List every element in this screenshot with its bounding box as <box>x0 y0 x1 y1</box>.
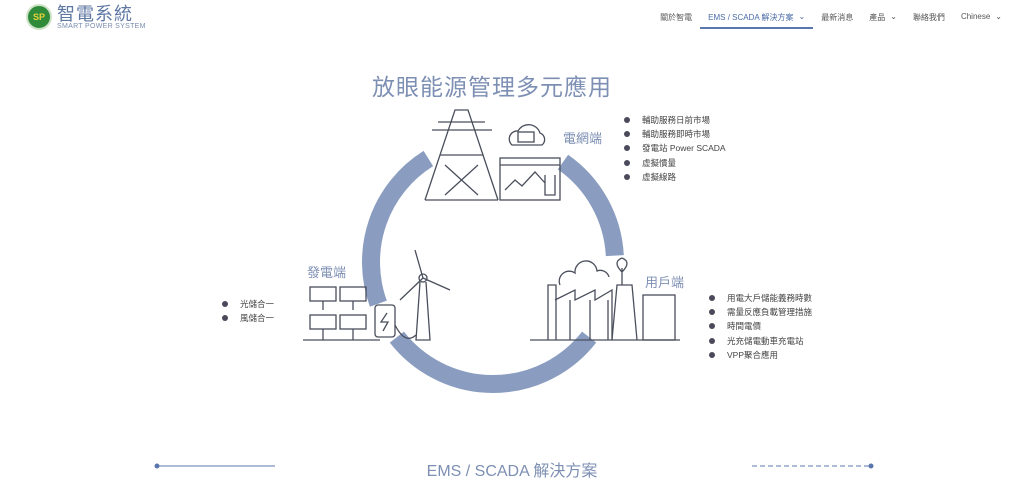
list-item: 時間電價 <box>709 319 812 333</box>
section-divider-right <box>752 463 874 469</box>
list-item: 輔助服務即時市場 <box>624 127 726 141</box>
list-item: 虛擬線路 <box>624 170 726 184</box>
solar-panel-icon <box>303 286 380 341</box>
consumer-label: 用戶端 <box>645 275 685 290</box>
nav-label: 聯絡我們 <box>912 13 945 22</box>
section-title: EMS / SCADA 解決方案 <box>426 463 598 480</box>
list-item: 光儲合一 <box>222 297 274 311</box>
nav-label: EMS / SCADA 解決方案 <box>708 13 794 22</box>
chevron-down-icon: ⌄ <box>890 12 897 21</box>
list-item: 輔助服務日前市場 <box>624 113 726 127</box>
list-item: 用電大戶儲能義務時數 <box>709 291 812 305</box>
list-item: 虛擬慣量 <box>624 156 726 170</box>
page-title: 放眼能源管理多元應用 <box>372 74 612 100</box>
ring-arc-0 <box>362 150 434 307</box>
consumer-list: 用電大戶儲能義務時數 需量反應負載管理措施 時間電價 光充儲電動車充電站 VPP… <box>709 291 812 362</box>
battery-icon <box>374 304 396 338</box>
nav-about[interactable]: 關於智電 <box>652 12 700 29</box>
logo-emblem: SP <box>26 4 52 30</box>
grid-list: 輔助服務日前市場 輔助服務即時市場 發電站 Power SCADA 虛擬慣量 虛… <box>624 113 726 184</box>
nav-language[interactable]: Chinese ⌄ <box>953 12 1010 29</box>
ring-arc-1 <box>557 154 624 257</box>
nav-label: Chinese <box>960 12 991 21</box>
logo[interactable]: SP 智電系統 SMART POWER SYSTEM <box>26 4 146 30</box>
list-item: 風儲合一 <box>222 311 274 325</box>
monitor-chart-icon <box>499 157 561 201</box>
main-nav: 關於智電 EMS / SCADA 解決方案 ⌄ 最新消息 產品 ⌄ 聯絡我們 Chi… <box>652 12 1010 29</box>
list-item: VPP聚合應用 <box>709 348 812 362</box>
nav-products[interactable]: 產品 ⌄ <box>861 12 905 29</box>
nav-news[interactable]: 最新消息 <box>813 12 861 29</box>
chevron-down-icon: ⌄ <box>798 12 806 21</box>
chevron-down-icon: ⌄ <box>995 12 1002 21</box>
cloud-server-icon <box>508 124 546 146</box>
nav-label: 產品 <box>869 13 886 22</box>
logo-name: 智電系統 <box>57 3 133 24</box>
wind-turbine-icon <box>394 249 451 341</box>
nav-label: 關於智電 <box>660 13 693 22</box>
list-item: 光充儲電動車充電站 <box>709 334 812 348</box>
nav-contact[interactable]: 聯絡我們 <box>905 12 953 29</box>
list-item: 需量反應負載管理措施 <box>709 305 812 319</box>
nav-label: 最新消息 <box>821 13 854 22</box>
list-item: 發電站 Power SCADA <box>624 141 726 155</box>
generation-list: 光儲合一 風儲合一 <box>222 297 274 325</box>
grid-label: 電網端 <box>563 131 603 146</box>
factory-icon <box>530 257 680 341</box>
cycle-ring <box>362 150 624 393</box>
section-divider-left <box>154 463 275 469</box>
nav-ems-scada[interactable]: EMS / SCADA 解決方案 ⌄ <box>700 12 814 29</box>
transmission-tower-icon <box>424 109 499 201</box>
generation-label: 發電端 <box>307 265 347 280</box>
logo-tagline: SMART POWER SYSTEM <box>57 22 146 30</box>
ring-arc-2 <box>389 331 597 393</box>
